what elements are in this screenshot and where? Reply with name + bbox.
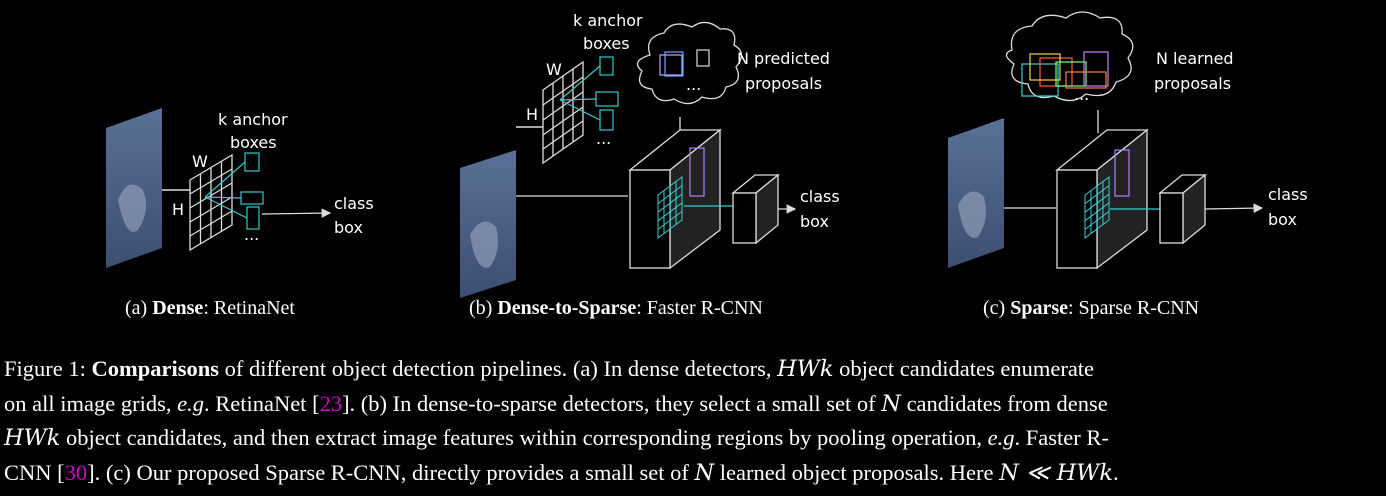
- figure-caption: Figure 1: Comparisons of different objec…: [4, 352, 1382, 490]
- roi-grid: [657, 176, 683, 239]
- panel-sparse: ... N learned proposals clas: [948, 11, 1308, 270]
- subcaption-a: (a) Dense: RetinaNet: [125, 297, 295, 319]
- label-dots: ...: [244, 225, 259, 244]
- label-dots-anchor: ...: [596, 129, 611, 148]
- pipeline-figure: k anchor boxes W H ... class box: [106, 11, 1308, 298]
- caption-line-1: Figure 1: Comparisons of different objec…: [4, 356, 1095, 382]
- panel-dense-to-sparse: k anchor boxes W H ... ... N predicted p…: [460, 11, 840, 298]
- caption-line-2: on all image grids, e.g. RetinaNet [23].…: [4, 390, 1108, 417]
- anchor-boxes: [204, 152, 264, 230]
- head-cube: [1158, 173, 1207, 245]
- label-proposals: proposals: [1154, 74, 1231, 93]
- feature-grid: [542, 60, 584, 165]
- roi-grid: [1084, 176, 1110, 239]
- label-class: class: [334, 194, 374, 213]
- label-box: box: [334, 218, 363, 237]
- subcaption-c: (c) Sparse: Sparse R-CNN: [983, 297, 1200, 319]
- label-w: W: [546, 60, 562, 79]
- label-dots-cloud: ...: [686, 75, 701, 94]
- subcaption-b: (b) Dense-to-Sparse: Faster R-CNN: [469, 297, 763, 319]
- proposal-cloud: [636, 21, 743, 105]
- feature-grid: [189, 153, 233, 252]
- label-class: class: [800, 187, 840, 206]
- panel-dense: k anchor boxes W H ... class box: [106, 108, 374, 268]
- label-h: H: [172, 200, 184, 219]
- label-n-predicted: N predicted: [737, 49, 830, 68]
- citation-link[interactable]: 23: [319, 390, 343, 416]
- roi-feature-block: [628, 128, 722, 270]
- label-k-anchor: k anchor: [573, 11, 643, 30]
- label-h: H: [526, 105, 538, 124]
- label-n-learned: N learned: [1156, 49, 1234, 68]
- label-boxes: boxes: [583, 34, 630, 53]
- citation-link[interactable]: 30: [64, 459, 88, 485]
- label-dots-cloud: ...: [1074, 85, 1089, 104]
- proposal-cloud: [1005, 11, 1134, 102]
- label-box: box: [1268, 210, 1297, 229]
- label-proposals: proposals: [745, 74, 822, 93]
- anchor-boxes: [559, 56, 619, 131]
- caption-line-3: HWk object candidates, and then extract …: [4, 425, 1109, 451]
- label-boxes: boxes: [230, 133, 277, 152]
- label-class: class: [1268, 185, 1308, 204]
- label-box: box: [800, 212, 829, 231]
- label-w: W: [192, 152, 208, 171]
- head-cube: [731, 173, 780, 245]
- feature-block: [1055, 128, 1149, 270]
- caption-line-4: CNN [30]. (c) Our proposed Sparse R-CNN,…: [4, 459, 1119, 486]
- label-k-anchor: k anchor: [218, 110, 288, 129]
